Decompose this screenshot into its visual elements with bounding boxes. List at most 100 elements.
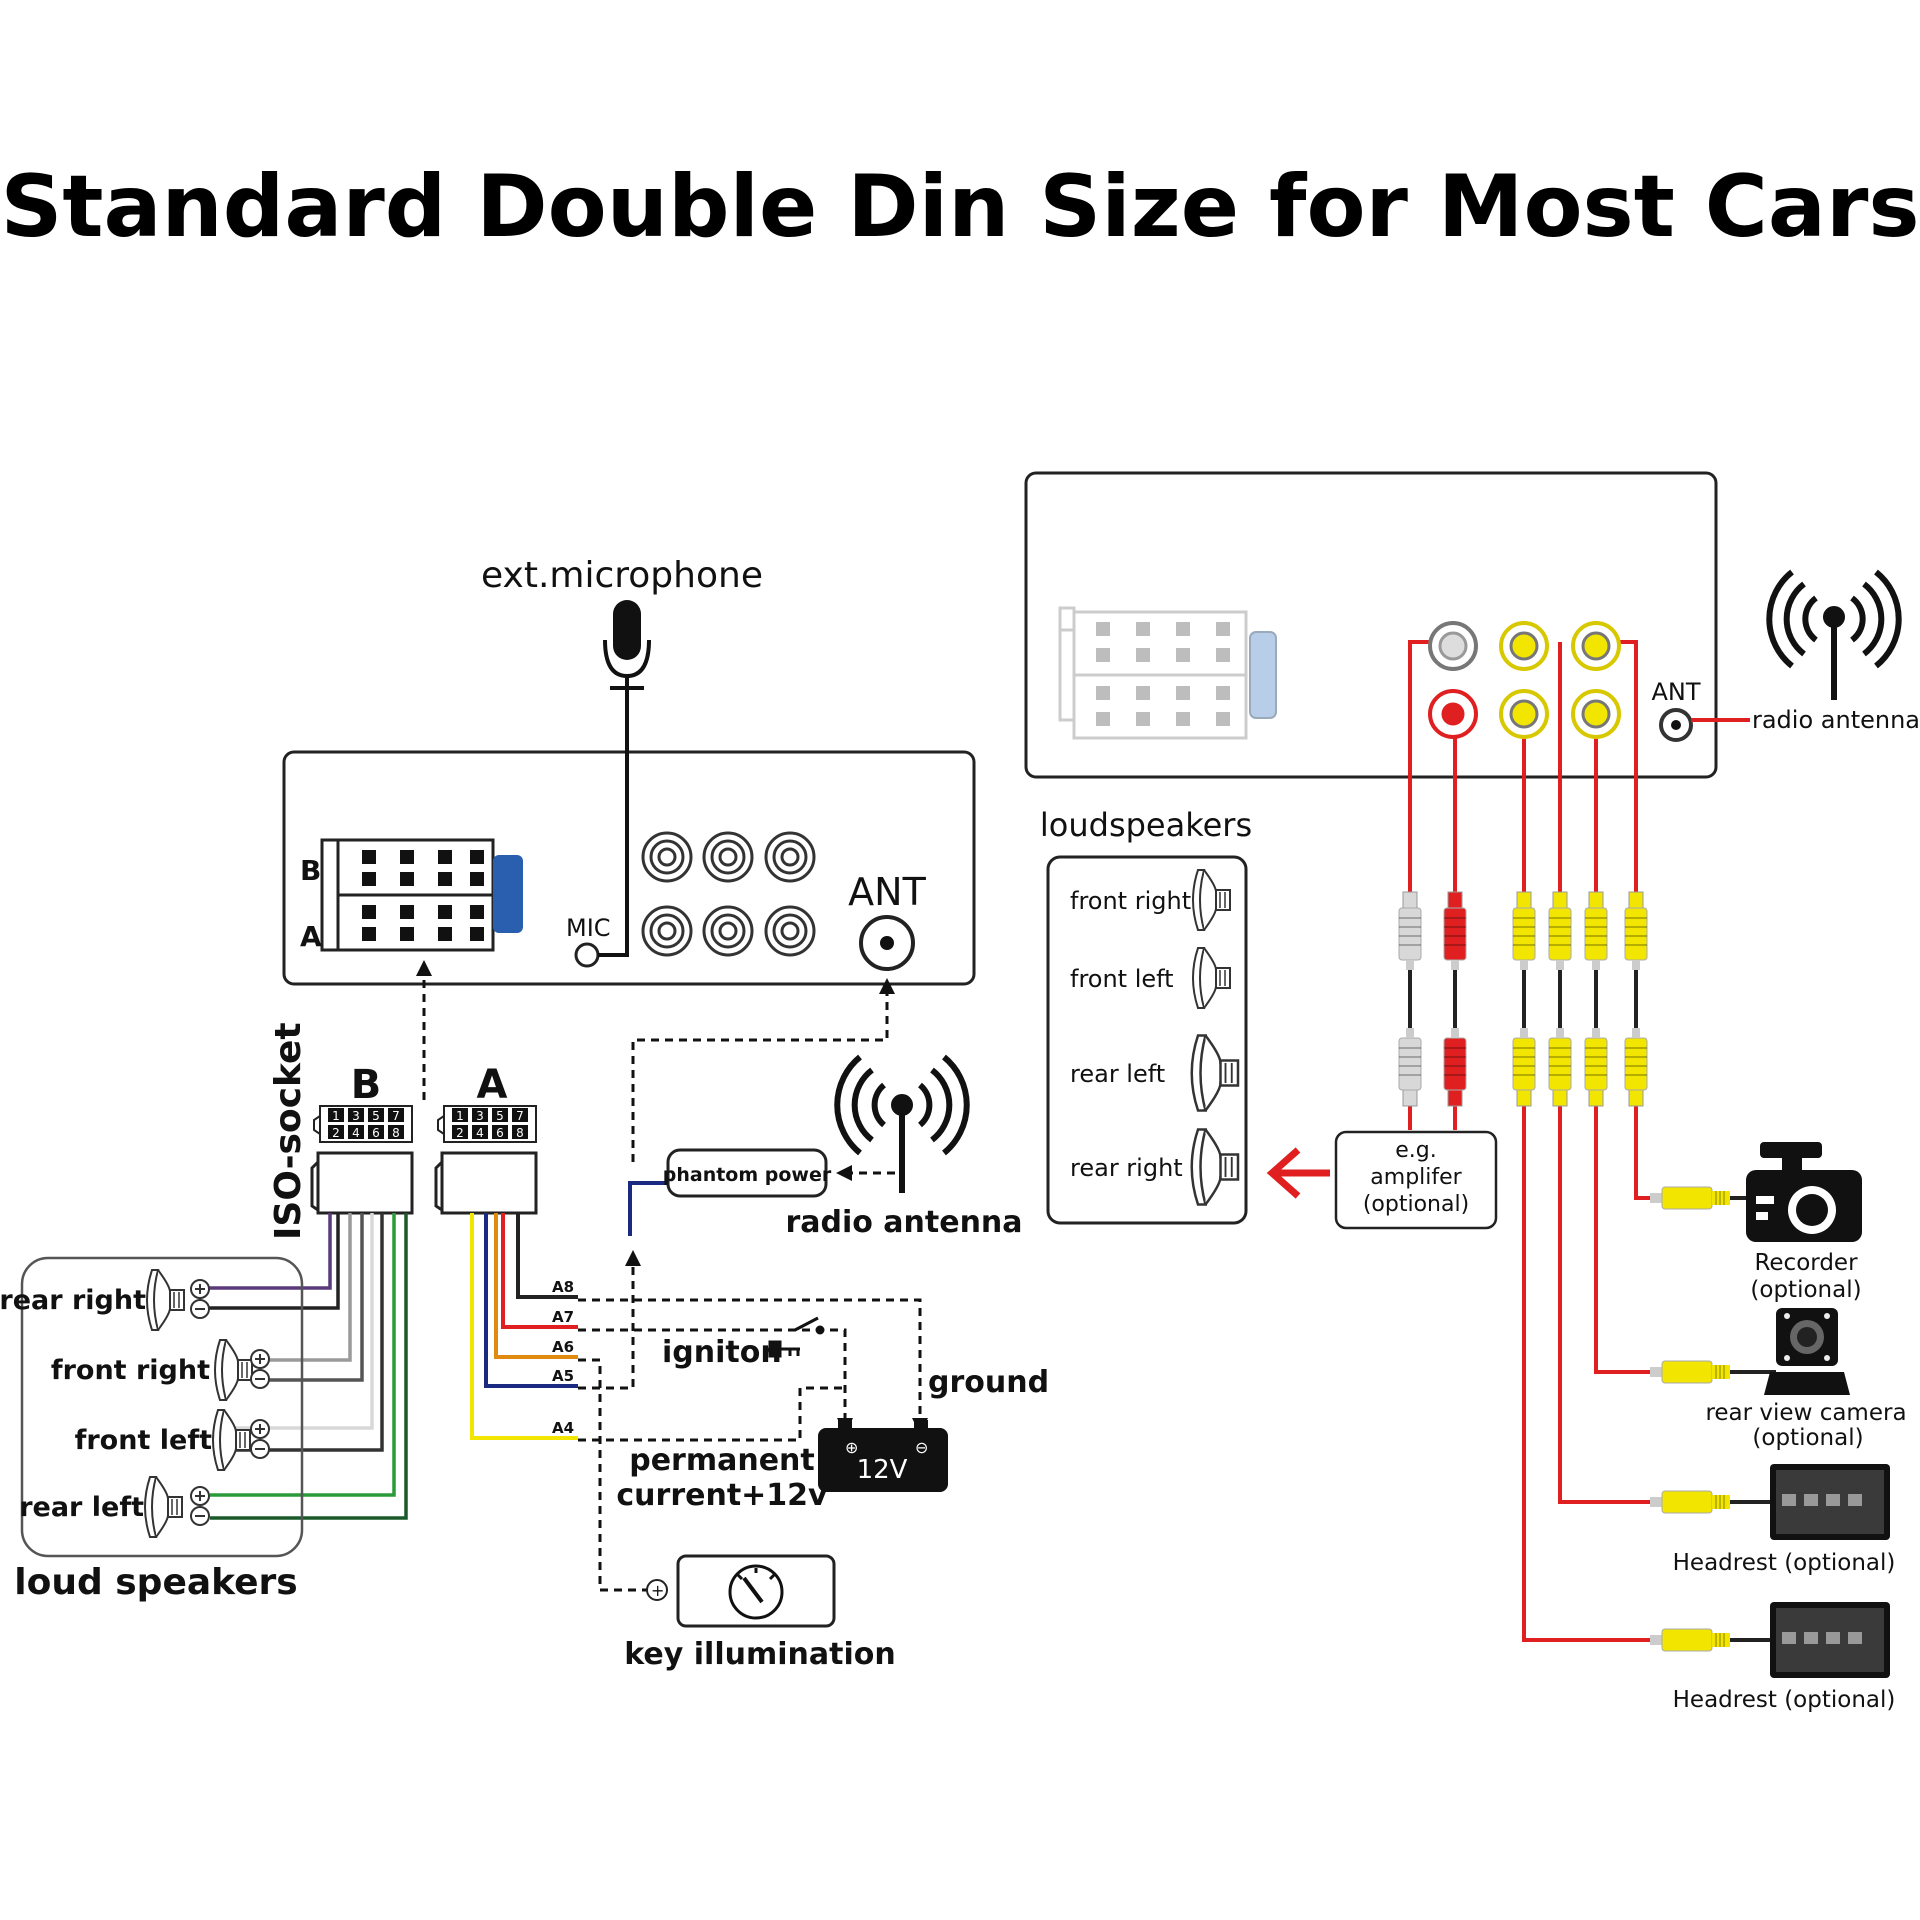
headrest-screen-icon <box>1770 1602 1890 1678</box>
mic-label: MIC <box>566 914 611 942</box>
phantom-blue-wire <box>628 1181 665 1236</box>
rca-plug-icon <box>1624 1028 1648 1107</box>
illumination-dashed <box>578 1358 660 1592</box>
right-speaker-label: rear right <box>1070 1154 1183 1182</box>
pin-label: A8 <box>552 1278 574 1296</box>
iso-socket-b <box>310 1151 414 1215</box>
headrest-label-2: Headrest (optional) <box>1673 1687 1896 1713</box>
pin-number: 4 <box>352 1126 360 1140</box>
ignition-dashed <box>578 1328 847 1420</box>
arrow-up-icon <box>879 978 895 994</box>
rca-plug-icon <box>1398 891 1422 970</box>
phantom-feed-dashed <box>578 1262 635 1390</box>
amplifier-line-2: amplifer <box>1370 1165 1462 1190</box>
recorder-label-1: Recorder <box>1754 1250 1858 1276</box>
microphone-icon <box>603 600 651 690</box>
page-title: Standard Double Din Size for Most Cars <box>0 157 1919 257</box>
antenna-jack-left <box>859 915 915 971</box>
pin-number: 2 <box>332 1126 340 1140</box>
unit-iso-connector <box>320 838 523 952</box>
pin-number: 1 <box>332 1109 340 1123</box>
unit-rca-jacks <box>641 831 816 957</box>
right-speaker-label: front right <box>1070 887 1191 915</box>
rca-plug-icon <box>1650 1628 1770 1652</box>
amplifier-box <box>1334 1130 1498 1230</box>
pin-number: 2 <box>456 1126 464 1140</box>
pin-number: 7 <box>516 1109 524 1123</box>
speaker-wires <box>200 1213 408 1520</box>
left-speakers-box <box>20 1256 304 1558</box>
ext-microphone-label: ext.microphone <box>481 555 763 596</box>
left-speaker-label: rear right <box>0 1285 146 1316</box>
pin-number: 6 <box>496 1126 504 1140</box>
speaker-icon <box>146 1269 185 1331</box>
ground-dashed <box>578 1298 922 1420</box>
permanent-dashed <box>578 1386 845 1442</box>
speaker-icon <box>1190 1034 1240 1112</box>
rca-plug-icon <box>1443 891 1467 970</box>
svg-text:+: + <box>651 1581 664 1600</box>
svg-text:⊖: ⊖ <box>915 1438 928 1457</box>
rca-plug-icon <box>1398 1028 1422 1107</box>
loud-speakers-caption: loud speakers <box>14 1562 297 1603</box>
pin-label: A5 <box>552 1367 574 1385</box>
iso-b-label: B <box>351 1062 382 1108</box>
speaker-icon <box>214 1339 253 1401</box>
pin-number: 5 <box>496 1109 504 1123</box>
power-wires <box>470 1213 578 1440</box>
antenna-to-unit-dashed <box>631 990 889 1162</box>
pin-label: A7 <box>552 1308 574 1326</box>
pin-label: A6 <box>552 1338 574 1356</box>
recorder-label-2: (optional) <box>1750 1277 1861 1303</box>
rca-plug-icon <box>1584 891 1608 970</box>
gauge-icon <box>728 1564 784 1620</box>
phantom-power-box <box>666 1148 828 1198</box>
left-speaker-label: front right <box>51 1355 210 1386</box>
rear-camera-label-2: (optional) <box>1752 1425 1863 1451</box>
speaker-icon <box>1192 869 1231 931</box>
battery-icon: ⊕ ⊖ <box>818 1420 948 1492</box>
loudspeakers-title: loudspeakers <box>1040 806 1252 844</box>
row-a-label: A <box>300 920 322 953</box>
permanent-label-2: current+12v <box>616 1478 828 1513</box>
speaker-icon <box>1192 947 1231 1009</box>
rear-camera-icon <box>1764 1308 1850 1395</box>
rca-plug-icon <box>1548 891 1572 970</box>
illumination-plus-terminal <box>646 1579 668 1601</box>
permanent-label-1: permanent <box>629 1443 815 1478</box>
pin-number: 6 <box>372 1126 380 1140</box>
ground-label: ground <box>928 1365 1049 1400</box>
headrest-screen-icon <box>1770 1464 1890 1540</box>
pin-number: 1 <box>456 1109 464 1123</box>
speaker-icon <box>212 1409 251 1471</box>
rca-plug-icon <box>1512 1028 1536 1107</box>
rca-plug-icon <box>1512 891 1536 970</box>
left-speaker-label: front left <box>75 1425 212 1456</box>
amplifier-line-3: (optional) <box>1363 1192 1469 1217</box>
iso-a-label: A <box>477 1062 508 1108</box>
pin-label: A4 <box>552 1419 574 1437</box>
ignition-label: igniton <box>662 1335 782 1370</box>
mic-wire <box>598 688 629 957</box>
right-unit-iso-connector <box>1058 606 1277 740</box>
mic-jack <box>574 942 600 968</box>
row-b-label: B <box>300 854 321 887</box>
rca-plugs <box>1398 891 1776 1652</box>
antenna-jack-right <box>1659 708 1693 742</box>
ant-label-right: ANT <box>1651 678 1700 706</box>
pin-number: 3 <box>476 1109 484 1123</box>
right-speaker-label: rear left <box>1070 1060 1165 1088</box>
radio-antenna-icon <box>1766 569 1902 700</box>
blue-latch <box>493 855 523 933</box>
arrow-left-icon <box>1266 1147 1330 1199</box>
pin-number: 5 <box>372 1109 380 1123</box>
rca-plug-icon <box>1624 891 1648 970</box>
rca-plug-icon <box>1548 1028 1572 1107</box>
phantom-power-label: phantom power <box>663 1164 832 1186</box>
